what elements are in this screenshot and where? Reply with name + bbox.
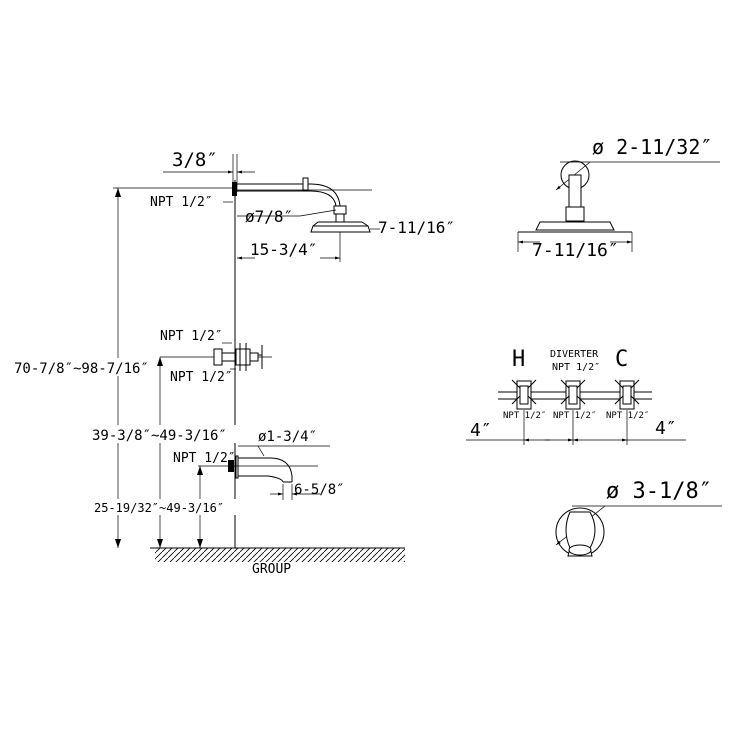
side-view: GROUP 3/8″ NPT 1/2″ ø7/8″ 7-11/16″: [12, 149, 455, 577]
dim-wall-offset: 3/8″: [172, 149, 218, 171]
dim-spout-height: 25-19/32″~49-3/16″: [94, 501, 224, 515]
spout-flange: [228, 460, 234, 472]
tub-spout: [235, 455, 293, 483]
diverter-npt: NPT 1/2″: [552, 362, 600, 373]
dim-spout-length: 6-5/8″: [294, 482, 345, 498]
valve-front-view: H C DIVERTER NPT 1/2″ NPT 1/2″ NPT 1/2″ …: [466, 347, 686, 445]
dim-spout-flange-diameter: ø 3-1/8″: [606, 479, 712, 504]
npt-right-label: NPT 1/2″: [606, 411, 649, 421]
dim-head-flange-diameter: ø 2-11/32″: [592, 135, 712, 159]
ground-hatch: [155, 548, 405, 562]
dim-head-width: 7-11/16″: [378, 218, 455, 237]
cold-label: C: [615, 347, 628, 372]
dim-spout-diameter: ø1-3/4″: [258, 429, 317, 445]
spout-view: ø 3-1/8″: [555, 479, 722, 557]
hot-label: H: [512, 347, 525, 372]
npt-top-label: NPT 1/2″: [150, 195, 213, 210]
dim-left-spacing: 4″: [470, 420, 492, 441]
diverter-handle: [560, 379, 586, 410]
shower-head: [310, 225, 371, 233]
diverter-label: DIVERTER: [550, 349, 599, 360]
dim-right-spacing: 4″: [655, 418, 677, 439]
dim-valve-height: 39-3/8″~49-3/16″: [92, 428, 227, 444]
cold-handle: [614, 379, 640, 410]
dim-arm-diameter: ø7/8″: [245, 207, 293, 226]
arm-flange: [232, 182, 237, 196]
valve-body: [213, 343, 263, 371]
npt-spout-label: NPT 1/2″: [173, 451, 236, 466]
spout-front: [565, 511, 596, 557]
npt-left-label: NPT 1/2″: [503, 411, 546, 421]
npt-valve-top: NPT 1/2″: [160, 329, 223, 344]
dim-arm-length: 15-3/4″: [250, 240, 317, 259]
head-plate: [535, 221, 615, 231]
shower-head-view: ø 2-11/32″ 7-11/16″: [517, 135, 720, 261]
hot-handle: [511, 379, 537, 410]
npt-valve-bottom: NPT 1/2″: [170, 370, 233, 385]
ground-label: GROUP: [252, 562, 291, 577]
npt-center-label: NPT 1/2″: [553, 411, 596, 421]
dim-total-height: 70-7/8″~98-7/16″: [14, 361, 149, 377]
dim-head-width-plan: 7-11/16″: [532, 240, 619, 261]
